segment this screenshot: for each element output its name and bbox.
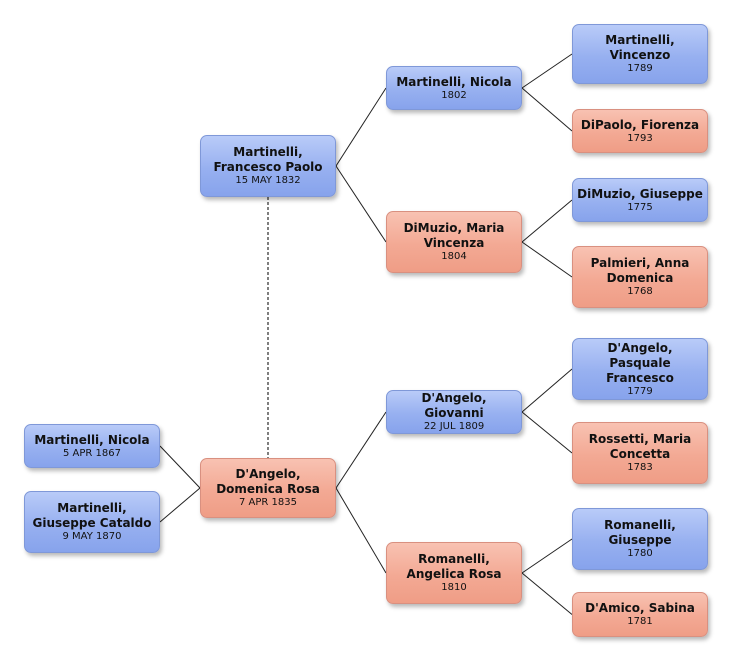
person-date: 1781 <box>627 616 653 627</box>
person-date: 9 MAY 1870 <box>62 531 122 542</box>
person-date: 7 APR 1835 <box>239 497 297 508</box>
person-date: 5 APR 1867 <box>63 447 121 459</box>
parent-connector-line <box>335 165 387 243</box>
person-date: 1768 <box>627 286 653 297</box>
person-date: 1793 <box>627 132 653 144</box>
person-martinelli-vincenzo[interactable]: Martinelli, Vincenzo 1789 <box>572 24 708 84</box>
parent-connector-line <box>335 411 387 489</box>
parent-connector-line <box>521 411 573 454</box>
person-dangelo-pasquale-francesco[interactable]: D'Angelo, Pasquale Francesco 1779 <box>572 338 708 400</box>
person-name: Martinelli, Nicola <box>396 74 512 89</box>
person-name: Romanelli, Giuseppe <box>604 518 676 547</box>
person-date: 22 JUL 1809 <box>423 421 485 432</box>
person-name: D'Amico, Sabina <box>585 601 695 615</box>
parent-connector-line <box>335 487 387 574</box>
person-martinelli-nicola-1867[interactable]: Martinelli, Nicola 5 APR 1867 <box>24 424 160 468</box>
person-rossetti-maria-concetta[interactable]: Rossetti, Maria Concetta 1783 <box>572 422 708 484</box>
person-date: 1789 <box>627 63 653 74</box>
person-name: D'Angelo, Pasquale Francesco <box>606 340 674 385</box>
person-date: 1810 <box>441 582 467 593</box>
person-name: DiMuzio, Giuseppe <box>577 186 703 201</box>
person-name: Romanelli, Angelica Rosa <box>406 552 502 581</box>
person-date: 1783 <box>627 462 653 473</box>
person-damico-sabina[interactable]: D'Amico, Sabina 1781 <box>572 592 708 637</box>
child-connector-line <box>159 487 201 523</box>
person-date: 1804 <box>441 251 467 262</box>
person-martinelli-francesco-paolo[interactable]: Martinelli, Francesco Paolo 15 MAY 1832 <box>200 135 336 197</box>
person-dimuzio-giuseppe[interactable]: DiMuzio, Giuseppe 1775 <box>572 178 708 222</box>
person-dangelo-giovanni[interactable]: D'Angelo, Giovanni 22 JUL 1809 <box>386 390 522 434</box>
parent-connector-line <box>521 368 573 413</box>
parent-connector-line <box>521 87 573 132</box>
person-name: D'Angelo, Domenica Rosa <box>216 467 320 496</box>
person-name: DiMuzio, Maria Vincenza <box>403 221 505 250</box>
person-name: Martinelli, Vincenzo <box>605 33 675 62</box>
child-connector-line <box>159 445 201 489</box>
person-martinelli-giuseppe-cataldo[interactable]: Martinelli, Giuseppe Cataldo 9 MAY 1870 <box>24 491 160 553</box>
person-name: D'Angelo, Giovanni <box>421 391 487 420</box>
person-martinelli-nicola-1802[interactable]: Martinelli, Nicola 1802 <box>386 66 522 110</box>
person-name: Martinelli, Giuseppe Cataldo <box>32 501 152 530</box>
parent-connector-line <box>521 53 573 89</box>
person-date: 1779 <box>627 385 653 397</box>
parent-connector-line <box>521 199 573 243</box>
parent-connector-line <box>335 87 387 167</box>
person-name: Martinelli, Francesco Paolo <box>213 145 323 174</box>
person-name: Palmieri, Anna Domenica <box>590 256 690 285</box>
person-dimuzio-maria-vincenza[interactable]: DiMuzio, Maria Vincenza 1804 <box>386 211 522 273</box>
parent-connector-line <box>521 572 573 615</box>
person-date: 1775 <box>627 201 653 213</box>
person-name: DiPaolo, Fiorenza <box>580 117 700 132</box>
person-palmieri-anna-domenica[interactable]: Palmieri, Anna Domenica 1768 <box>572 246 708 308</box>
person-date: 1780 <box>627 548 653 559</box>
person-name: Martinelli, Nicola <box>34 432 150 447</box>
parent-connector-line <box>521 538 573 574</box>
person-dipaolo-fiorenza[interactable]: DiPaolo, Fiorenza 1793 <box>572 109 708 153</box>
person-romanelli-giuseppe[interactable]: Romanelli, Giuseppe 1780 <box>572 508 708 570</box>
person-date: 1802 <box>441 89 467 101</box>
person-dangelo-domenica-rosa[interactable]: D'Angelo, Domenica Rosa 7 APR 1835 <box>200 458 336 518</box>
person-name: Rossetti, Maria Concetta <box>588 432 692 461</box>
person-date: 15 MAY 1832 <box>235 175 301 186</box>
parent-connector-line <box>521 241 573 278</box>
person-romanelli-angelica-rosa[interactable]: Romanelli, Angelica Rosa 1810 <box>386 542 522 604</box>
